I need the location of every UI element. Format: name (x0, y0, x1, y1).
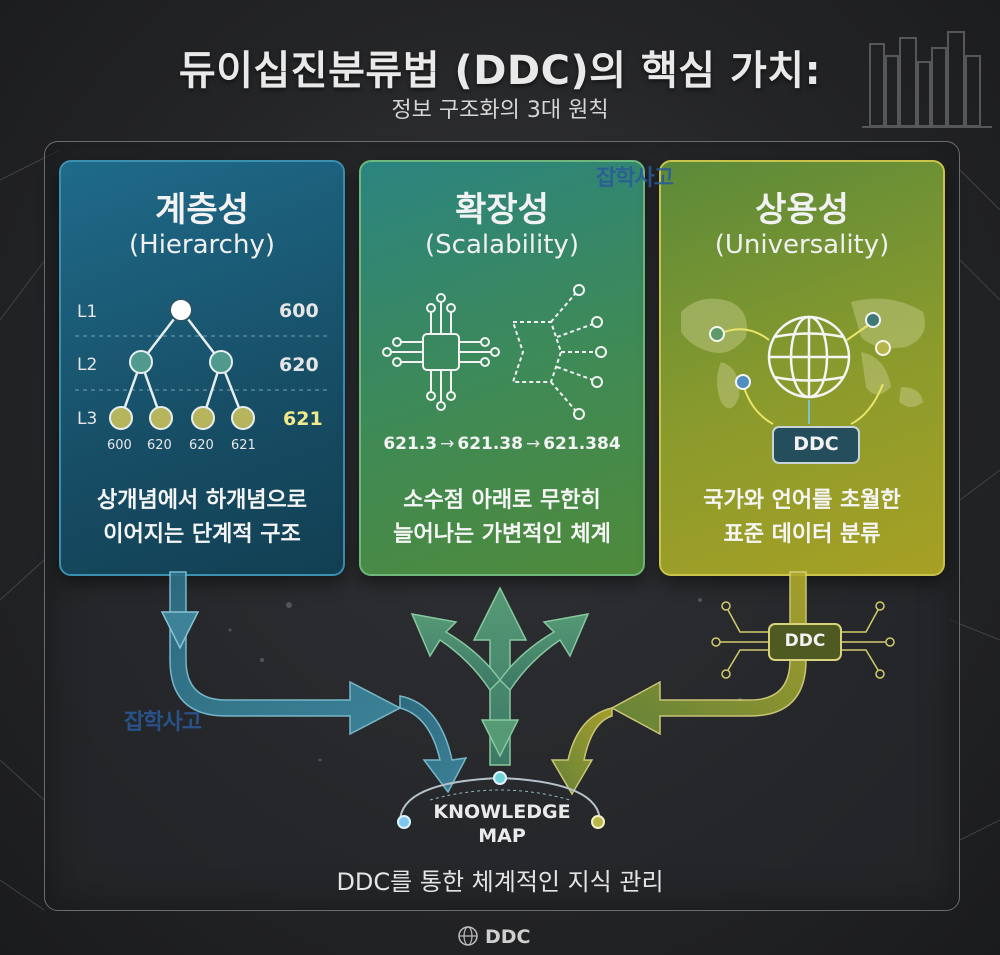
card-title: 확장성 (455, 190, 549, 230)
level-label: L3 (77, 409, 98, 429)
watermark: 잡학사고 (596, 166, 674, 191)
leaf-code: 600 (107, 438, 132, 453)
knowledge-map-label: KNOWLEDGE MAP (412, 800, 592, 848)
card-title: 상용성 (755, 190, 849, 230)
description-line: 국가와 언어를 초월한 (703, 488, 901, 513)
ddc-badge: DDC (772, 426, 860, 464)
tree-leaf-node (191, 406, 215, 430)
ddc-chip: DDC (768, 623, 842, 661)
description-line: 표준 데이터 분류 (723, 522, 881, 547)
universality-flow-arrow (550, 571, 807, 796)
arrow-right-icon: → (440, 434, 455, 454)
leaf-code: 620 (189, 438, 214, 453)
description-line: 상개념에서 하개념으로 (96, 488, 308, 513)
decimal-sequence: 621.3→621.38→621.384 (361, 434, 643, 454)
card-universality: 상용성 (Universality) (659, 160, 945, 576)
description-line: 늘어나는 가변적인 체계 (393, 522, 611, 547)
bottom-logo: DDC (455, 924, 555, 950)
tree-node (209, 350, 233, 374)
card-title: 계층성 (155, 190, 249, 230)
page-title: 듀이십진분류법 (DDC)의 핵심 가치: (178, 48, 822, 94)
sequence-value: 621.3 (383, 434, 438, 454)
footer-note: DDC를 통한 체계적인 지식 관리 (336, 868, 664, 896)
card-subtitle: (Hierarchy) (129, 230, 275, 260)
scalability-flow-arrow (410, 586, 590, 766)
watermark: 잡학사고 (124, 710, 202, 735)
card-subtitle: (Universality) (714, 230, 890, 260)
leaf-code: 620 (147, 438, 172, 453)
tree-node (129, 350, 153, 374)
sequence-value: 621.384 (543, 434, 621, 454)
hub-label-line: MAP (478, 825, 526, 847)
card-hierarchy: 계층성 (Hierarchy) L1 L2 L3 600 620 621 600… (59, 160, 345, 576)
level-label: L2 (77, 355, 98, 375)
leaf-code: 621 (231, 438, 256, 453)
globe-world-map-icon (681, 298, 925, 425)
hierarchy-flow-arrow (160, 571, 468, 794)
card-description: 국가와 언어를 초월한 표준 데이터 분류 (661, 484, 943, 552)
chip-expansion-icon (382, 284, 607, 420)
bookshelf-icon (862, 31, 992, 128)
hierarchy-tree-diagram (75, 298, 329, 430)
card-scalability: 확장성 (Scalability) 621.3→621.38→621.384 (359, 160, 645, 576)
sequence-value: 621.38 (457, 434, 523, 454)
tree-leaf-node (149, 406, 173, 430)
level-code: 600 (279, 300, 319, 322)
description-line: 이어지는 단계적 구조 (103, 522, 301, 547)
level-code: 621 (283, 408, 323, 430)
circuit-lines (720, 609, 886, 671)
card-subtitle: (Scalability) (425, 230, 579, 260)
level-code: 620 (279, 354, 319, 376)
logo-text: DDC (485, 926, 531, 948)
tree-leaf-node (231, 406, 255, 430)
card-description: 소수점 아래로 무한히 늘어나는 가변적인 체계 (361, 484, 643, 552)
level-label: L1 (77, 302, 98, 322)
knowledge-map-hub (397, 771, 605, 829)
arrow-right-icon: → (525, 434, 541, 454)
hub-label-line: KNOWLEDGE (433, 801, 571, 823)
card-description: 상개념에서 하개념으로 이어지는 단계적 구조 (61, 484, 343, 552)
ddc-globe-icon (458, 926, 478, 946)
description-line: 소수점 아래로 무한히 (403, 488, 601, 513)
tree-root-node (169, 298, 193, 322)
page-subtitle: 정보 구조화의 3대 원칙 (391, 98, 609, 123)
tree-leaf-node (109, 406, 133, 430)
